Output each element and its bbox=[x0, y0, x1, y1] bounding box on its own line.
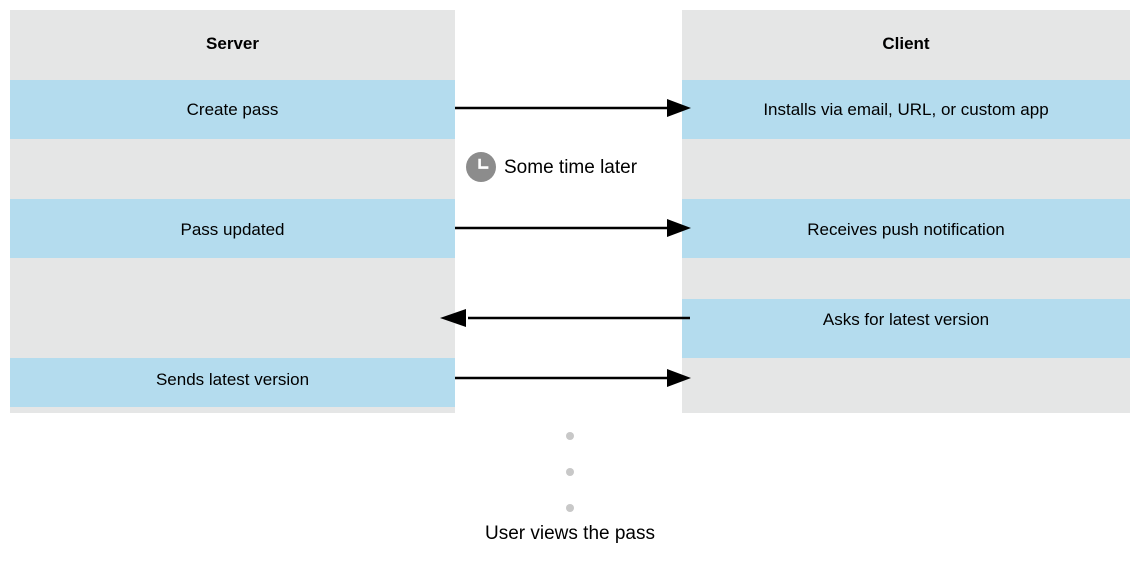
server-row-create-pass bbox=[10, 80, 455, 139]
ellipsis-dot bbox=[566, 432, 574, 440]
server-label-sends-latest-version: Sends latest version bbox=[155, 370, 310, 389]
server-row-header bbox=[10, 10, 455, 80]
server-row-pass-updated bbox=[10, 199, 455, 258]
client-lane bbox=[682, 10, 1130, 413]
server-lane bbox=[10, 10, 455, 413]
server-label-create-pass: Create pass bbox=[186, 100, 279, 119]
arrow-pass-updated bbox=[455, 219, 691, 237]
client-row-installs bbox=[682, 80, 1130, 139]
server-row-spacer-3 bbox=[10, 407, 455, 413]
client-row-spacer-2 bbox=[682, 258, 1130, 299]
server-label-pass-updated: Pass updated bbox=[180, 220, 285, 239]
some-time-later-note: Some time later bbox=[466, 152, 637, 182]
client-label-installs: Installs via email, URL, or custom app bbox=[763, 100, 1049, 119]
client-label-receives-push: Receives push notification bbox=[807, 220, 1005, 239]
client-title: Client bbox=[882, 34, 930, 53]
ellipsis-dot bbox=[566, 504, 574, 512]
client-row-receives-push bbox=[682, 199, 1130, 258]
server-row-spacer-2 bbox=[10, 258, 455, 358]
server-row-sends-latest-version bbox=[10, 358, 455, 407]
client-row-header bbox=[682, 10, 1130, 80]
client-label-asks-latest-version: Asks for latest version bbox=[822, 310, 990, 329]
ellipsis-dot bbox=[566, 468, 574, 476]
caption-user-views-the-pass: User views the pass bbox=[484, 523, 655, 544]
client-row-spacer-1 bbox=[682, 139, 1130, 199]
server-title: Server bbox=[206, 34, 259, 53]
arrow-asks-latest-version bbox=[440, 309, 690, 327]
clock-icon bbox=[466, 152, 496, 182]
server-row-spacer-1 bbox=[10, 139, 455, 199]
client-row-asks-latest-version bbox=[682, 299, 1130, 358]
some-time-later-label: Some time later bbox=[504, 156, 638, 178]
arrow-create-pass bbox=[455, 99, 691, 117]
arrow-sends-latest-version bbox=[455, 369, 691, 387]
client-row-spacer-3 bbox=[682, 358, 1130, 413]
ellipsis-dots bbox=[566, 432, 574, 512]
